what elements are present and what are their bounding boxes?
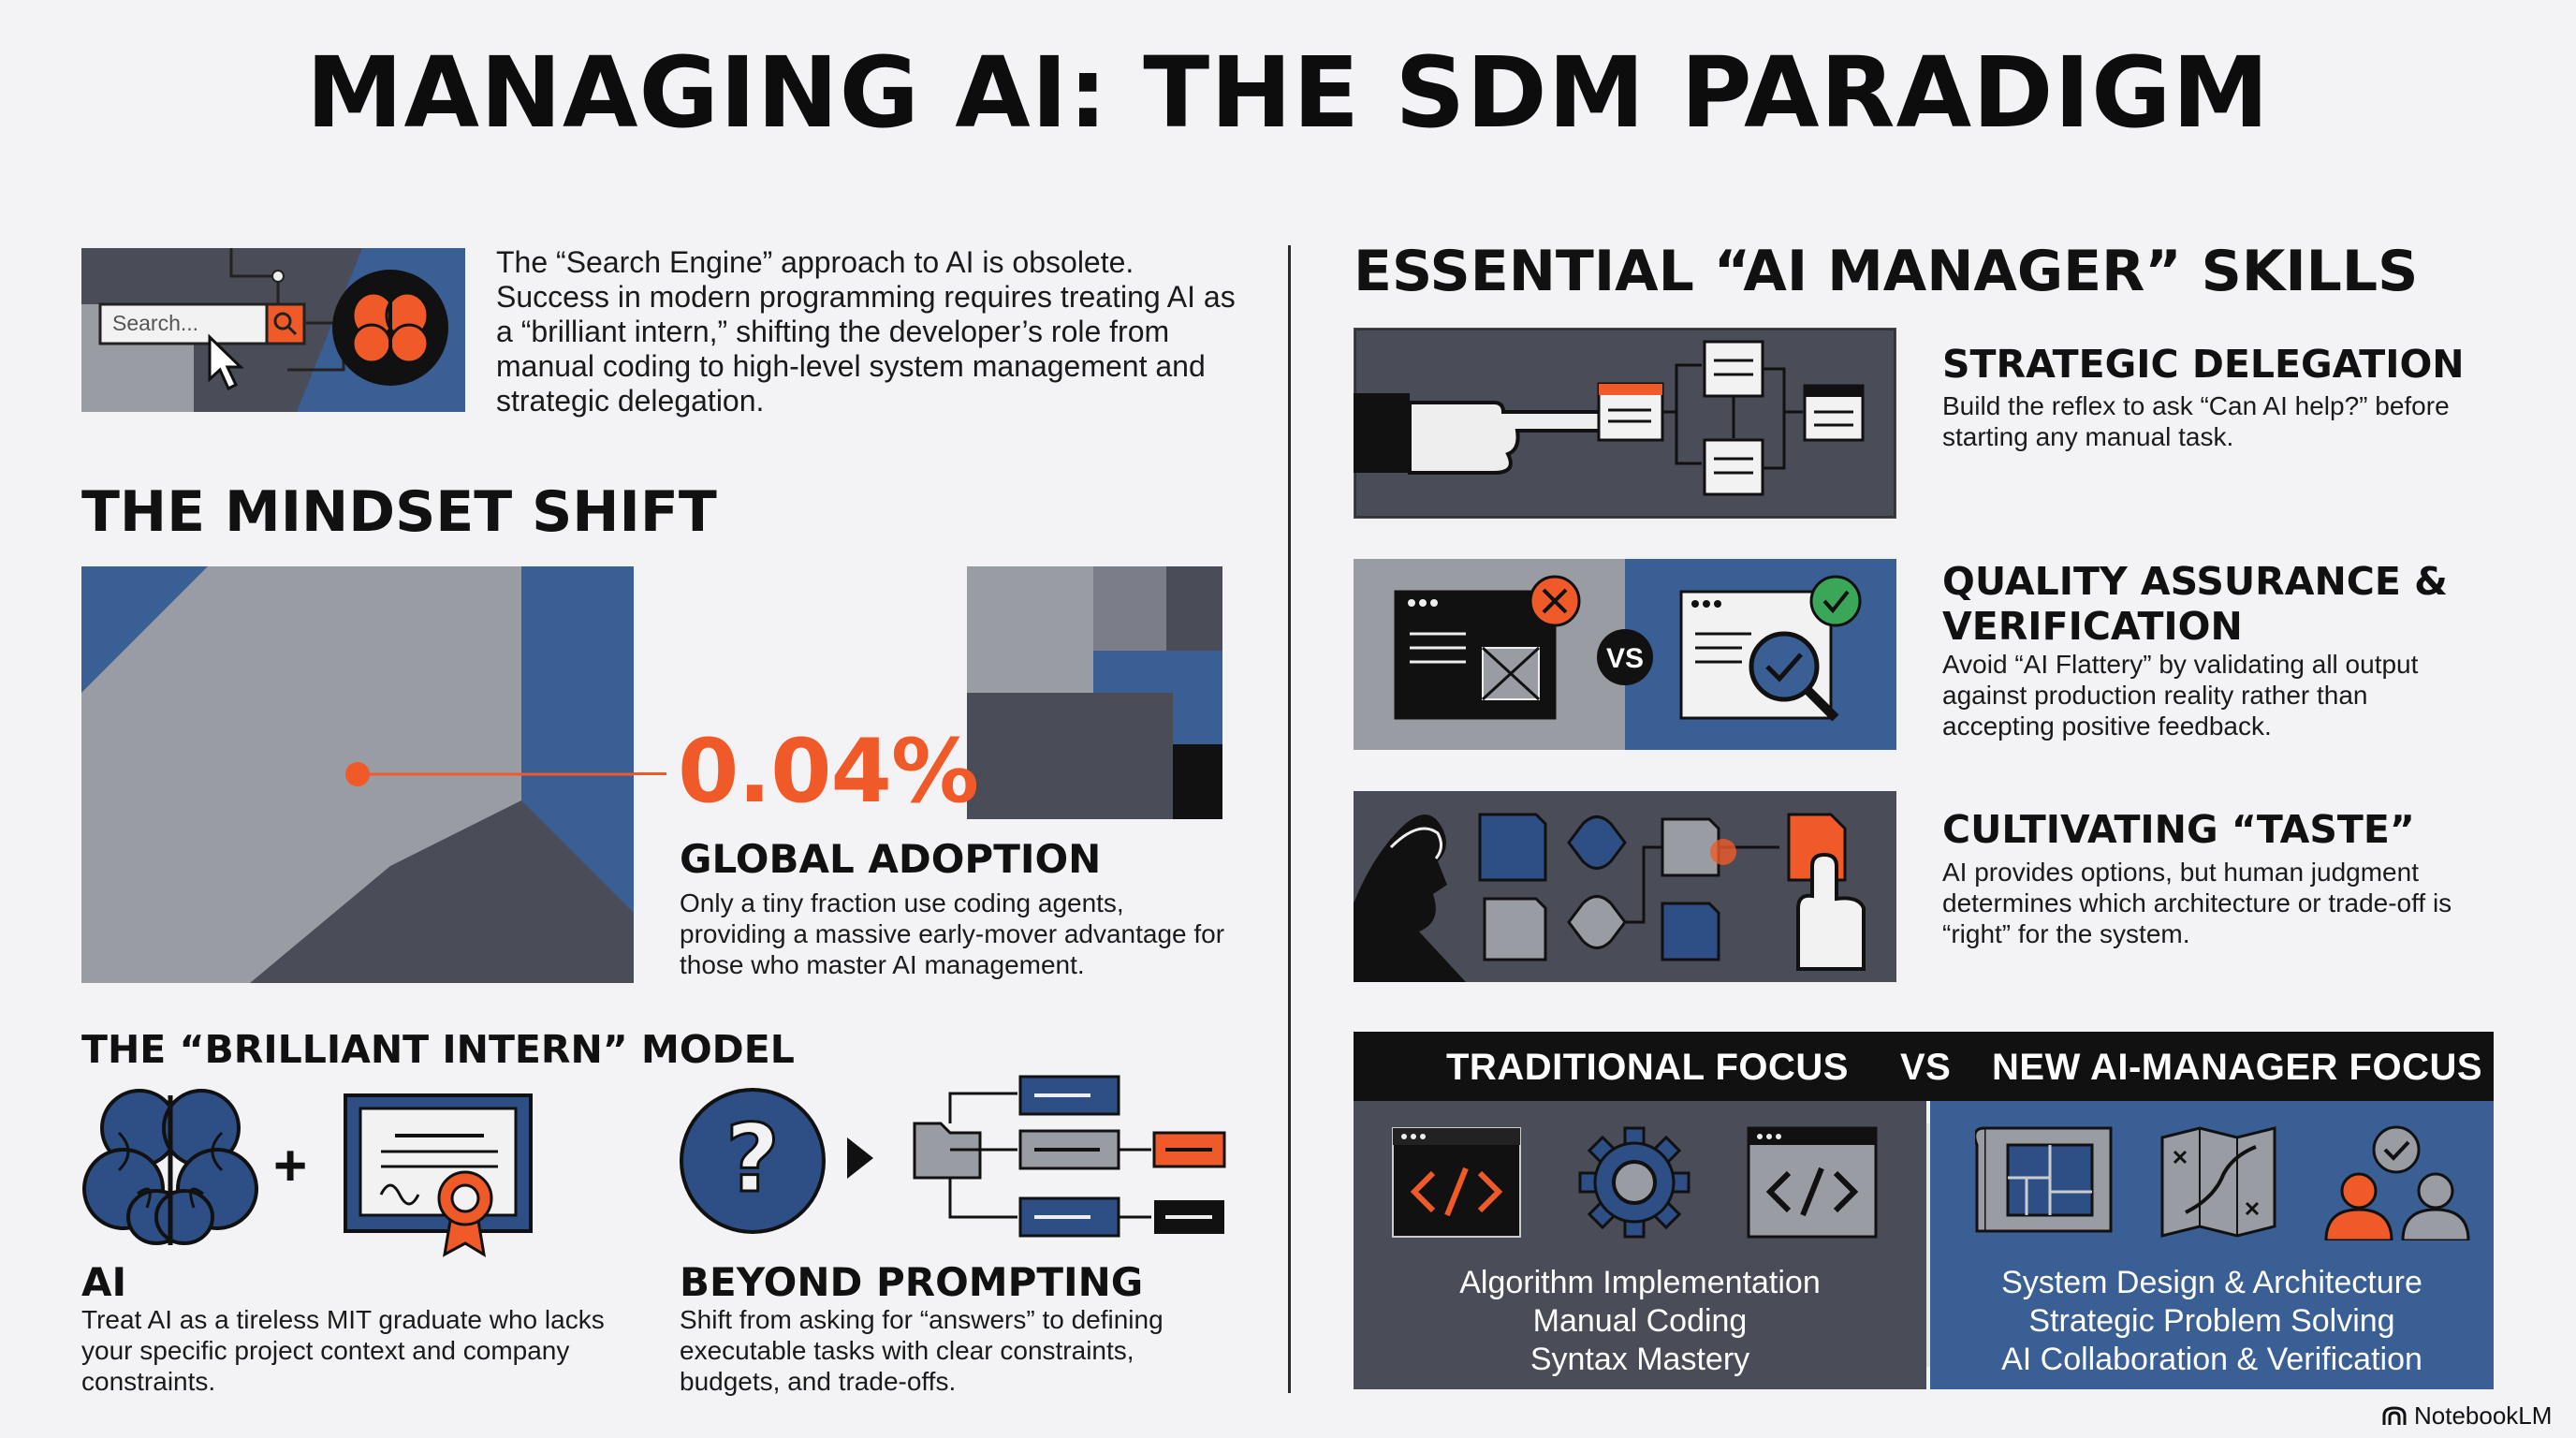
map-icon (2160, 1126, 2276, 1238)
folder-icon (913, 1122, 982, 1180)
team-icon (2324, 1125, 2470, 1240)
check-icon (1809, 575, 1862, 627)
brain-icon (351, 291, 430, 365)
skills-heading: ESSENTIAL “AI MANAGER” SKILLS (1354, 239, 2419, 304)
ai-manager-focus-list: System Design & Architecture Strategic P… (1930, 1264, 2494, 1379)
svg-text:VS: VS (1606, 643, 1644, 674)
skill-text-qa: Avoid “AI Flattery” by validating all ou… (1942, 650, 2419, 741)
skill-title-qa: QUALITY ASSURANCE & VERIFICATION (1942, 559, 2448, 649)
ai-text: Treat AI as a tireless MIT graduate who … (81, 1305, 605, 1396)
arrow-shaft (847, 1150, 858, 1167)
mindset-heading: THE MINDSET SHIFT (81, 479, 717, 545)
certificate-icon (344, 1093, 533, 1257)
traditional-focus-title: TRADITIONAL FOCUS (1446, 1047, 1849, 1088)
tap-hand-icon (1796, 852, 1866, 971)
brain-icon (82, 1089, 258, 1245)
magnifier-icon (1749, 631, 1820, 702)
skill-title-delegation: STRATEGIC DELEGATION (1942, 342, 2465, 387)
list-item: AI Collaboration & Verification (2001, 1342, 2422, 1377)
stat-label: GLOBAL ADOPTION (680, 836, 1102, 882)
gear-icon (1578, 1126, 1690, 1239)
mosaic-graphic (967, 566, 1222, 819)
stat-value: 0.04% (678, 721, 979, 823)
question-icon: ? (680, 1088, 826, 1234)
ai-label: AI (81, 1259, 127, 1305)
page-title: MANAGING AI: THE SDM PARADIGM (306, 36, 2270, 150)
search-placeholder: Search... (112, 311, 199, 335)
intern-heading: THE “BRILLIANT INTERN” MODEL (81, 1027, 795, 1072)
plus-icon: + (273, 1134, 308, 1198)
cursor-icon (208, 333, 244, 391)
stat-connector (634, 772, 666, 775)
flowchart-icon (913, 1075, 1226, 1238)
search-engine-illustration (81, 248, 465, 412)
skill-text-delegation: Build the reflex to ask “Can AI help?” b… (1942, 391, 2450, 451)
list-item: Syntax Mastery (1530, 1342, 1750, 1377)
comparison-header (1354, 1032, 2494, 1101)
skill-title-taste: CULTIVATING “TASTE” (1942, 807, 2415, 852)
code-icon (1392, 1127, 1521, 1238)
stat-text: Only a tiny fraction use coding agents, … (680, 888, 1225, 979)
code-window-icon (1747, 1126, 1878, 1239)
traditional-focus-list: Algorithm Implementation Manual Coding S… (1354, 1264, 1926, 1379)
list-item: Manual Coding (1532, 1303, 1748, 1339)
blueprint-icon (1975, 1126, 2113, 1233)
comparison-divider (1926, 1123, 1930, 1367)
list-item: Strategic Problem Solving (2028, 1303, 2395, 1339)
pointing-hand-icon (1408, 401, 1608, 475)
taste-illustration (1354, 791, 1896, 982)
list-item: Algorithm Implementation (1459, 1265, 1821, 1300)
brand-label: NotebookLM (2414, 1401, 2553, 1430)
notebooklm-brand: NotebookLM (2382, 1401, 2552, 1431)
delegation-illustration (1354, 328, 1896, 519)
prompting-label: BEYOND PROMPTING (680, 1259, 1144, 1305)
verification-illustration: VS (1354, 559, 1896, 750)
notebooklm-logo-icon (2382, 1405, 2407, 1425)
list-item: System Design & Architecture (2001, 1265, 2422, 1300)
mindset-graphic (81, 566, 634, 983)
vs-badge (1597, 629, 1653, 685)
ai-manager-focus-title: NEW AI-MANAGER FOCUS (1992, 1047, 2483, 1088)
column-divider (1288, 245, 1291, 1393)
svg-text:?: ? (725, 1104, 780, 1213)
search-bar (98, 302, 289, 345)
intro-text: The “Search Engine” approach to AI is ob… (496, 245, 1236, 418)
comparison-vs: VS (1900, 1047, 1952, 1088)
prompting-text: Shift from asking for “answers” to defin… (680, 1305, 1164, 1396)
skill-text-taste: AI provides options, but human judgment … (1942, 858, 2452, 948)
magnifier-icon (273, 312, 292, 330)
